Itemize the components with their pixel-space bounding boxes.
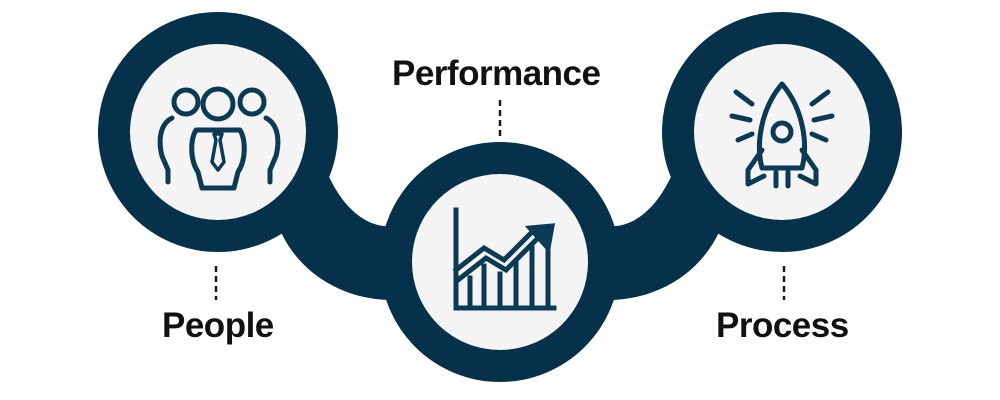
ring-bridge-right xyxy=(608,170,720,300)
ring-bridge-left xyxy=(280,170,392,300)
rocket-icon xyxy=(729,81,835,189)
connectors xyxy=(214,100,786,300)
label-process: Process xyxy=(716,306,849,345)
team-icon xyxy=(157,86,281,191)
label-people: People xyxy=(162,306,274,345)
inner-process xyxy=(694,44,870,220)
inner-performance xyxy=(412,174,588,350)
growth-chart-icon xyxy=(452,207,557,311)
label-performance: Performance xyxy=(392,54,601,93)
